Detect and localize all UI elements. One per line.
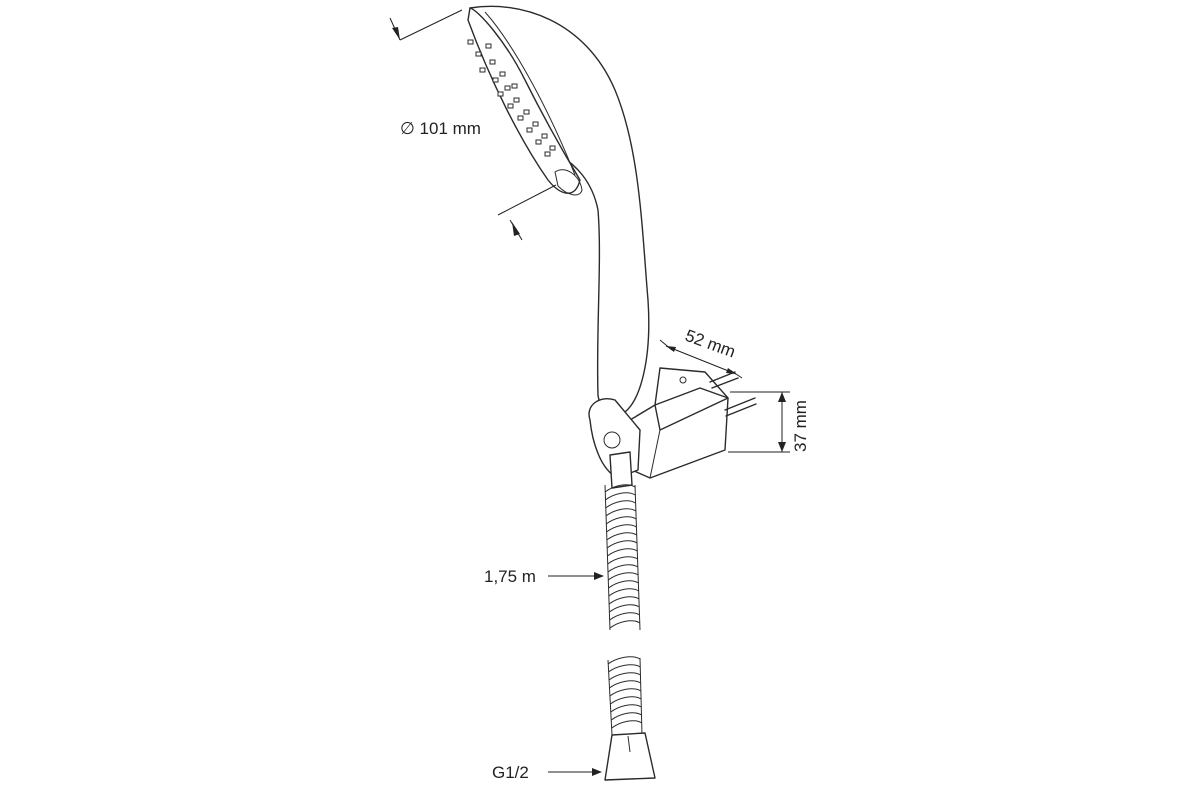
hose-coil [608, 596, 640, 605]
hose-upper [604, 484, 641, 631]
hose-coil [605, 500, 636, 509]
hose-coil [607, 564, 639, 573]
hose-coil [605, 516, 637, 525]
hose-coil [605, 508, 637, 517]
hose-coil [607, 548, 638, 557]
hose-coil [604, 492, 636, 501]
hose-coil [611, 720, 643, 729]
hose-coil [607, 572, 639, 581]
wall-bracket [588, 367, 757, 489]
hose-connector-nut [604, 732, 656, 781]
hose-coil [606, 532, 638, 541]
callout-hose-length: 1,75 m [484, 567, 604, 586]
callout-connector-thread: G1/2 [492, 763, 602, 782]
hose-coil [607, 656, 641, 665]
hose-coil [608, 664, 641, 673]
bracket-height-label: 37 mm [791, 400, 810, 452]
hose-coil [609, 604, 640, 613]
hose-coil [606, 524, 637, 533]
head-diameter-label: ∅ 101 mm [400, 119, 481, 138]
hose-coil [609, 612, 640, 621]
hose-coil [610, 696, 642, 705]
hose-coil [608, 588, 640, 597]
hose-coil [607, 556, 638, 565]
hose-coil [608, 672, 641, 681]
hose-coil [609, 680, 641, 689]
wall-screw [709, 371, 757, 417]
connector-thread-label: G1/2 [492, 763, 529, 782]
dimension-head-diameter: ∅ 101 mm [389, 9, 557, 241]
hand-shower-head [467, 5, 650, 416]
hose-coil [606, 540, 638, 549]
hose-coil [610, 712, 642, 721]
hose-coil [609, 620, 641, 629]
hose-coil [604, 484, 636, 493]
hose-coil [610, 704, 642, 713]
hose-lower [607, 656, 643, 736]
dimension-bracket-height: 37 mm [728, 391, 810, 453]
hose-coil [608, 580, 639, 589]
hose-length-label: 1,75 m [484, 567, 536, 586]
hose-coil [609, 688, 642, 697]
spray-nozzles [467, 39, 556, 157]
